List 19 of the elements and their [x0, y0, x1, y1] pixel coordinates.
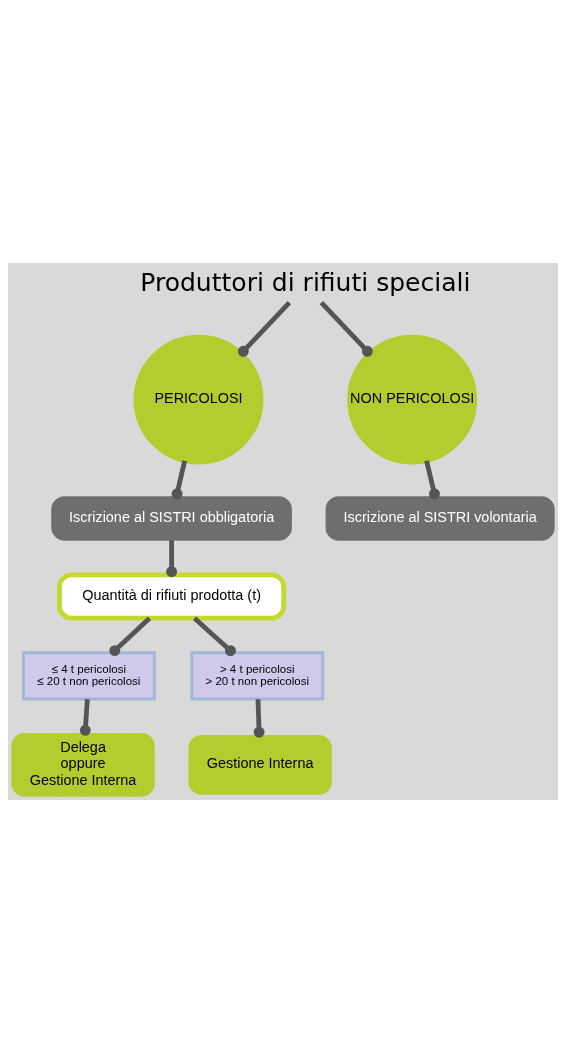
node-text: Produttori di rifiuti speciali	[140, 267, 471, 297]
node-box: Iscrizione al SISTRI volontaria	[325, 496, 555, 541]
connector	[319, 300, 373, 357]
connector	[171, 460, 188, 500]
connector	[109, 616, 152, 657]
node-box: Delega oppure Gestione Interna	[11, 733, 155, 797]
connector	[166, 540, 178, 578]
node-box: Gestione Interna	[188, 735, 332, 795]
node-circle: NON PERICOLOSI	[347, 334, 478, 465]
connector	[253, 699, 265, 738]
node-box: Iscrizione al SISTRI obbligatoria	[51, 496, 292, 541]
node-circle: PERICOLOSI	[133, 334, 264, 465]
connector	[237, 300, 292, 357]
node-box: ≤ 4 t pericolosi ≤ 20 t non pericolosi	[21, 651, 156, 701]
node-box: Quantità di rifiuti prodotta (t)	[57, 572, 287, 621]
connector	[79, 699, 91, 736]
connector	[424, 460, 440, 500]
node-box: > 4 t pericolosi > 20 t non pericolosi	[190, 651, 325, 701]
connector	[192, 616, 236, 657]
